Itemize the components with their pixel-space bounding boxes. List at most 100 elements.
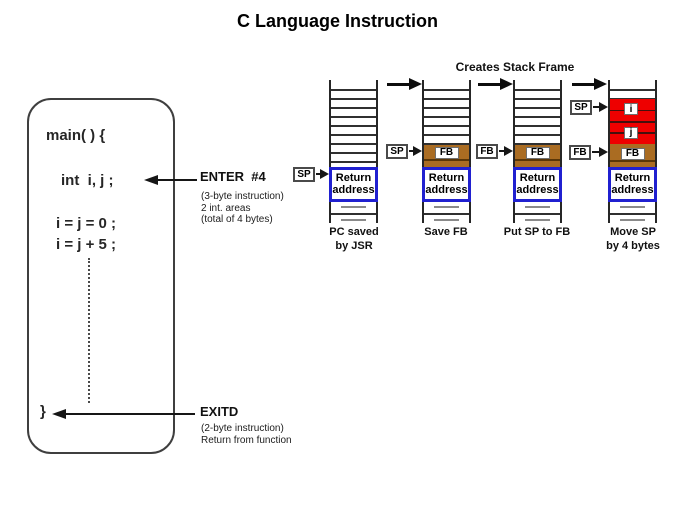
return-address-box: Return address	[422, 166, 471, 202]
return-address-line-2: address	[425, 184, 468, 196]
stack-cell-divider	[331, 134, 376, 136]
stack-cell-divider	[331, 143, 376, 145]
step-arrow-2-line	[478, 82, 501, 86]
enter-arrow-head-icon	[144, 174, 158, 185]
return-address-line-2: address	[516, 184, 559, 196]
stack-cell-divider	[515, 116, 560, 118]
stack-cell-divider	[515, 89, 560, 91]
step-arrow-3-head-icon	[594, 77, 607, 90]
stack-cell-divider	[424, 125, 469, 127]
stack-column-3: FB Return address	[513, 80, 562, 223]
sp-pointer-stack1: SP	[293, 167, 315, 182]
sp-pointer-stack2-arrow-line	[409, 150, 414, 152]
stack-column-2: FB Return address	[422, 80, 471, 223]
stack-continuation-dash	[525, 206, 550, 208]
variable-i-label: i	[624, 103, 638, 115]
variable-cell-divider	[610, 121, 655, 123]
return-address-line-1: Return	[519, 171, 556, 184]
stack-cell-divider	[515, 143, 560, 145]
return-address-box: Return address	[513, 166, 562, 202]
fb-cell-label: FB	[434, 146, 459, 159]
sp-pointer-stack1-arrow-head-icon	[320, 169, 329, 179]
stack-cell-divider	[424, 89, 469, 91]
stack-cell-divider	[424, 116, 469, 118]
stack-caption-4-line-1: Move SP	[610, 226, 656, 238]
return-address-line-1: Return	[428, 171, 465, 184]
stack-cell-divider	[515, 213, 560, 215]
sp-pointer-stack4-arrow-line	[593, 106, 599, 108]
stack-cell-divider	[424, 213, 469, 215]
step-arrow-2-head-icon	[500, 77, 513, 90]
return-address-line-1: Return	[335, 171, 372, 184]
stack-continuation-dash	[434, 219, 459, 221]
code-ellipsis-line	[88, 258, 90, 403]
stack-cell-divider	[331, 161, 376, 163]
stack-cell-divider	[331, 89, 376, 91]
return-address-box: Return address	[329, 166, 378, 202]
exitd-arrow-line	[64, 413, 195, 415]
fb-pointer-stack3: FB	[476, 144, 498, 159]
stack-column-4: i j FB Return address	[608, 80, 657, 223]
stack-cell-divider	[515, 98, 560, 100]
stack-continuation-dash	[434, 206, 459, 208]
stack-cell-divider	[515, 107, 560, 109]
sp-pointer-stack4: SP	[570, 100, 592, 115]
fb-pointer-stack3-arrow-line	[499, 150, 504, 152]
stack-caption-1-line-1: PC saved	[329, 226, 379, 238]
stack-cell-divider	[331, 125, 376, 127]
stack-cell-divider	[610, 89, 655, 91]
stack-cell-divider	[331, 213, 376, 215]
sp-pointer-stack2: SP	[386, 144, 408, 159]
fb-cell-label: FB	[620, 147, 645, 160]
code-box	[27, 98, 175, 454]
stack-continuation-dash	[620, 219, 645, 221]
stack-cell-divider	[331, 152, 376, 154]
code-line-declaration: int i, j ;	[61, 172, 114, 189]
fb-cell-label: FB	[525, 146, 550, 159]
return-address-line-2: address	[611, 184, 654, 196]
stack-cell-divider	[515, 134, 560, 136]
saved-fb-cell-divider	[424, 159, 469, 161]
stack-cell-divider	[331, 107, 376, 109]
fb-pointer-stack4: FB	[569, 145, 591, 160]
enter-note-2: 2 int. areas	[201, 202, 251, 214]
step-arrow-3-line	[572, 82, 595, 86]
code-closing-brace: }	[40, 403, 46, 420]
sp-pointer-stack1-arrow-line	[316, 173, 321, 175]
enter-note-1: (3-byte instruction)	[201, 191, 284, 202]
stack-cell-divider	[610, 213, 655, 215]
stack-cell-divider	[424, 143, 469, 145]
code-line-assignment-1: i = j = 0 ;	[56, 215, 117, 232]
step-arrow-1-line	[387, 82, 410, 86]
return-address-line-1: Return	[614, 171, 651, 184]
stack-caption-1-line-2: by JSR	[335, 240, 373, 252]
stack-frame-heading: Creates Stack Frame	[455, 60, 575, 74]
stack-cell-divider	[424, 134, 469, 136]
fb-pointer-stack3-arrow-head-icon	[504, 146, 513, 156]
exitd-note-1: (2-byte instruction)	[201, 423, 284, 434]
stack-cell-divider	[515, 125, 560, 127]
sp-pointer-stack2-arrow-head-icon	[413, 146, 422, 156]
stack-continuation-dash	[341, 206, 366, 208]
step-arrow-1-head-icon	[409, 77, 422, 90]
saved-fb-cell-divider	[610, 160, 655, 162]
stack-continuation-dash	[620, 206, 645, 208]
stack-caption-3: Put SP to FB	[503, 226, 571, 238]
exitd-note-2: Return from function	[201, 434, 292, 446]
stack-caption-4-line-2: by 4 bytes	[606, 240, 660, 252]
return-address-line-2: address	[332, 184, 375, 196]
stack-cell-divider	[331, 98, 376, 100]
enter-note-3: (total of 4 bytes)	[201, 214, 273, 225]
enter-arrow-line	[156, 179, 197, 181]
fb-pointer-stack4-arrow-line	[592, 151, 599, 153]
fb-pointer-stack4-arrow-head-icon	[599, 147, 608, 157]
enter-instruction-label: ENTER #4	[200, 169, 266, 184]
exitd-instruction-label: EXITD	[200, 404, 239, 419]
stack-cell-divider	[424, 98, 469, 100]
stack-cell-divider	[331, 116, 376, 118]
return-address-box: Return address	[608, 166, 657, 202]
exitd-arrow-head-icon	[52, 408, 66, 419]
stack-column-1: Return address	[329, 80, 378, 223]
code-line-main: main( ) {	[46, 127, 106, 144]
